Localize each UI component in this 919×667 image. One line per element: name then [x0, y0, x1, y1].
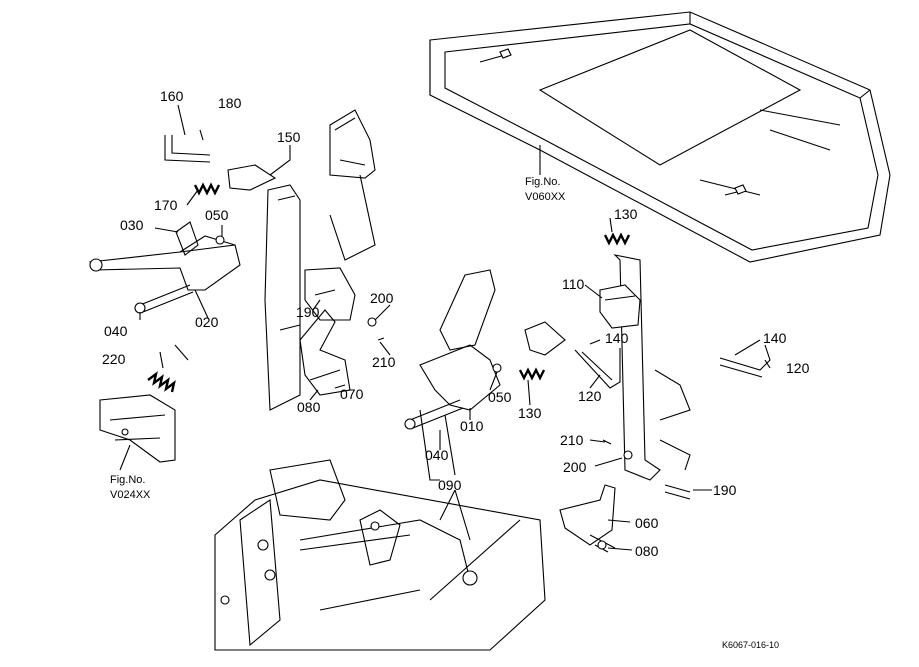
label-120-right: 120: [786, 360, 810, 376]
label-190-right: 190: [713, 482, 737, 498]
label-070: 070: [340, 386, 364, 402]
fig-ref-2-number: V024XX: [110, 489, 151, 501]
label-170: 170: [154, 197, 178, 213]
label-010: 010: [460, 418, 484, 434]
label-090: 090: [438, 477, 462, 493]
label-050-left: 050: [205, 207, 229, 223]
label-200-left: 200: [370, 290, 394, 306]
part-labels: 160 180 150 170 030 050 040 020 190 200 …: [102, 88, 810, 559]
label-160: 160: [160, 88, 184, 104]
seat-frame: [429, 11, 891, 263]
label-200-right: 200: [563, 459, 587, 475]
label-210-right: 210: [560, 432, 584, 448]
label-030: 030: [120, 217, 144, 233]
label-130-center: 130: [518, 405, 542, 421]
label-020: 020: [195, 314, 219, 330]
fig-ref-2-prefix: Fig.No.: [110, 474, 145, 486]
right-bracket-110: [574, 232, 771, 500]
left-lever-assembly: [89, 109, 376, 411]
drawing-code: K6067-016-10: [722, 640, 779, 650]
label-150: 150: [277, 129, 301, 145]
fig-ref-1-prefix: Fig.No.: [525, 176, 560, 188]
label-080-left: 080: [297, 399, 321, 415]
bracket-070: [299, 267, 385, 396]
label-210-left: 210: [372, 354, 396, 370]
label-120-mid: 120: [578, 388, 602, 404]
label-110: 110: [562, 276, 585, 292]
center-lever-assembly: [404, 269, 566, 481]
fig-ref-1-number: V060XX: [525, 191, 566, 203]
label-060: 060: [635, 515, 659, 531]
label-040-center: 040: [425, 447, 449, 463]
label-080-right: 080: [635, 543, 659, 559]
label-180: 180: [218, 95, 242, 111]
label-190-left: 190: [296, 304, 320, 320]
lower-left-part: [99, 394, 176, 463]
bracket-060: [559, 484, 616, 553]
label-220: 220: [102, 351, 126, 367]
figure-references: Fig.No. V060XX Fig.No. V024XX: [110, 176, 566, 501]
label-140-right: 140: [763, 330, 787, 346]
label-140-mid: 140: [605, 330, 629, 346]
label-050-center: 050: [488, 389, 512, 405]
label-040-left: 040: [104, 323, 128, 339]
frame-base: [214, 459, 546, 651]
leader-lines: [119, 104, 771, 551]
label-130-top: 130: [614, 206, 638, 222]
